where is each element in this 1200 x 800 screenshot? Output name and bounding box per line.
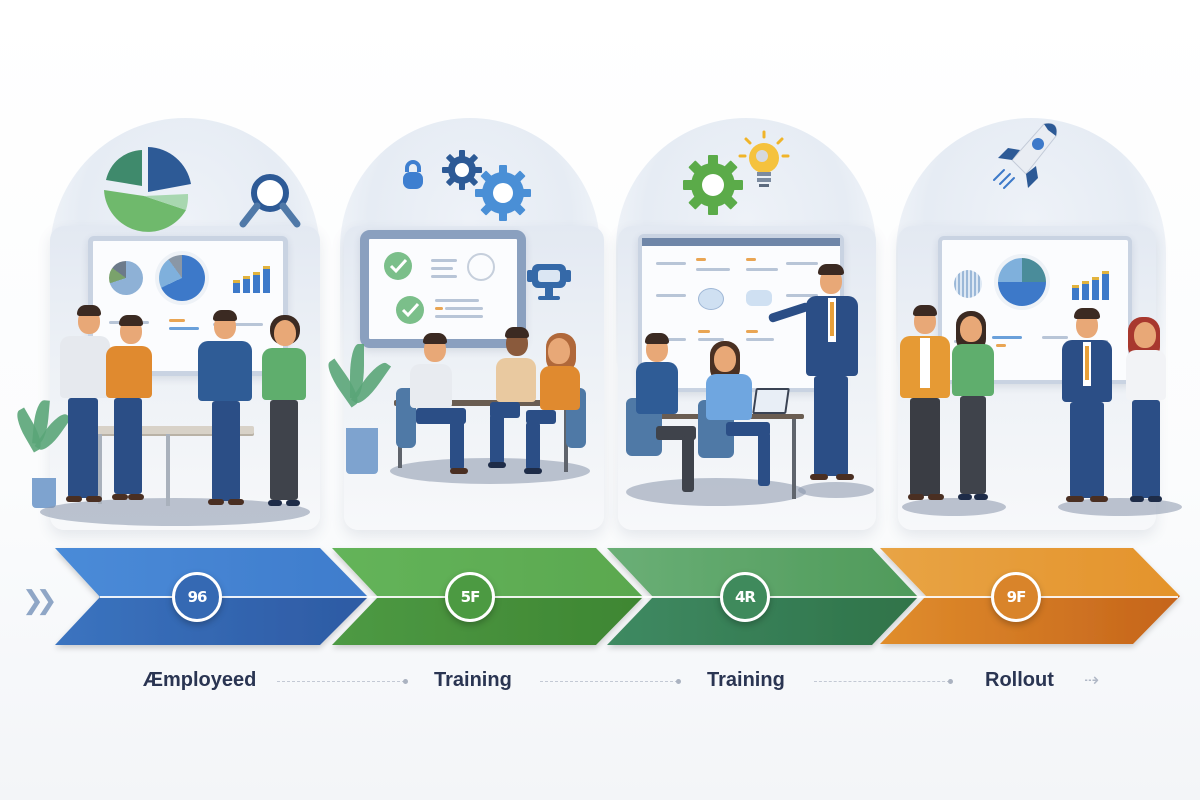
stage-2-label: Training — [434, 669, 512, 691]
pie-chart-icon — [998, 258, 1046, 306]
bar-chart-icon — [233, 261, 270, 293]
pie-chart-icon — [159, 255, 205, 301]
stage-2-scene — [322, 118, 610, 538]
connector-line — [814, 678, 953, 684]
lightbulb-icon — [738, 130, 790, 187]
laptop — [752, 388, 790, 414]
connector-line — [277, 678, 408, 684]
checklist-tablet — [360, 230, 526, 348]
lock-icon — [403, 160, 423, 189]
stage-4-badge: 9F — [991, 572, 1041, 622]
bar-chart-icon — [1072, 270, 1109, 300]
gear-icon — [442, 150, 482, 190]
stage-2-badge-text: 5F — [460, 588, 481, 606]
stage-3-badge-text: 4R — [735, 588, 756, 606]
pie-chart-icon — [109, 261, 143, 295]
pie-chart-icon — [104, 147, 191, 232]
process-arrow-band: 96 5F 4R 9F — [0, 540, 1200, 655]
stage-1-label: Æmployeed — [143, 669, 257, 691]
checkmark-icon — [384, 252, 412, 280]
stage-4-badge-text: 9F — [1006, 588, 1027, 606]
stage-2-badge: 5F — [445, 572, 495, 622]
stage-3-arrow — [607, 548, 918, 645]
stage-1-badge-text: 96 — [187, 588, 208, 606]
checkmark-icon — [396, 296, 424, 324]
gear-icon — [475, 165, 531, 221]
stage-1-scene — [11, 118, 330, 538]
stage-4-arrow — [880, 548, 1180, 644]
stage-2-arrow — [332, 548, 643, 645]
rocket-icon — [993, 123, 1057, 189]
standing-table — [82, 426, 254, 434]
magnifier-icon — [239, 174, 301, 228]
meeting-table — [394, 400, 570, 406]
stage-3-badge: 4R — [720, 572, 770, 622]
robot-icon — [527, 264, 571, 300]
stage-4-scene — [886, 118, 1182, 538]
stage-1-badge: 96 — [172, 572, 222, 622]
connector-line — [540, 678, 681, 684]
gear-icon — [683, 155, 743, 215]
stage-3-label: Training — [707, 669, 785, 691]
stage-3-scene — [606, 118, 886, 538]
stage-1-arrow — [55, 548, 368, 645]
pie-chart-icon — [954, 270, 982, 298]
arrow-right-icon: ⇢ — [1084, 670, 1100, 690]
stage-4-label: Rollout — [985, 669, 1054, 691]
